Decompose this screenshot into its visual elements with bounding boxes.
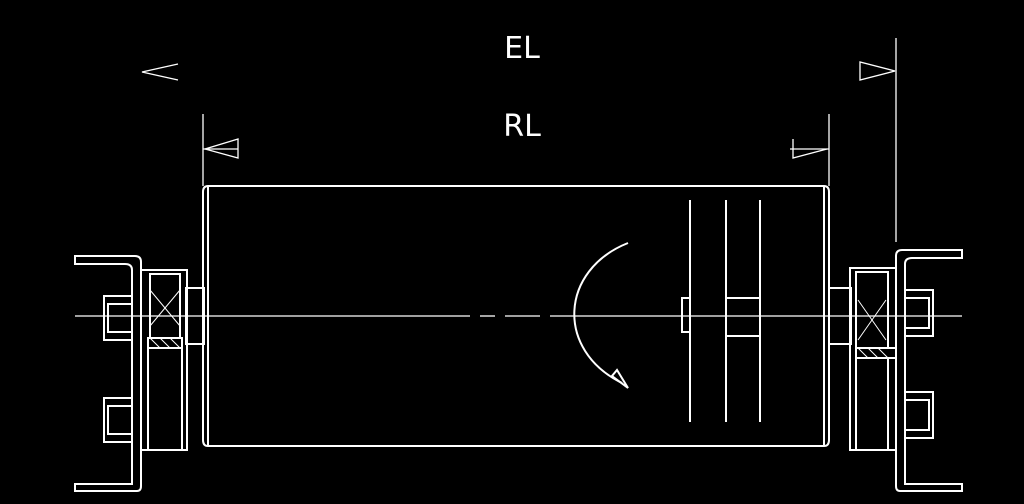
rotation-arrow-icon [573, 242, 629, 389]
rl-dimension-label: RL [503, 109, 541, 144]
el-dimension-line [141, 38, 897, 242]
right-side-frame [895, 249, 963, 492]
left-side-frame [74, 255, 142, 492]
rl-dimension-line [202, 114, 830, 186]
right-bearing-housing [849, 267, 897, 451]
internal-disc [681, 200, 761, 422]
el-dimension-label: EL [504, 31, 540, 66]
left-bearing-housing [140, 269, 188, 451]
